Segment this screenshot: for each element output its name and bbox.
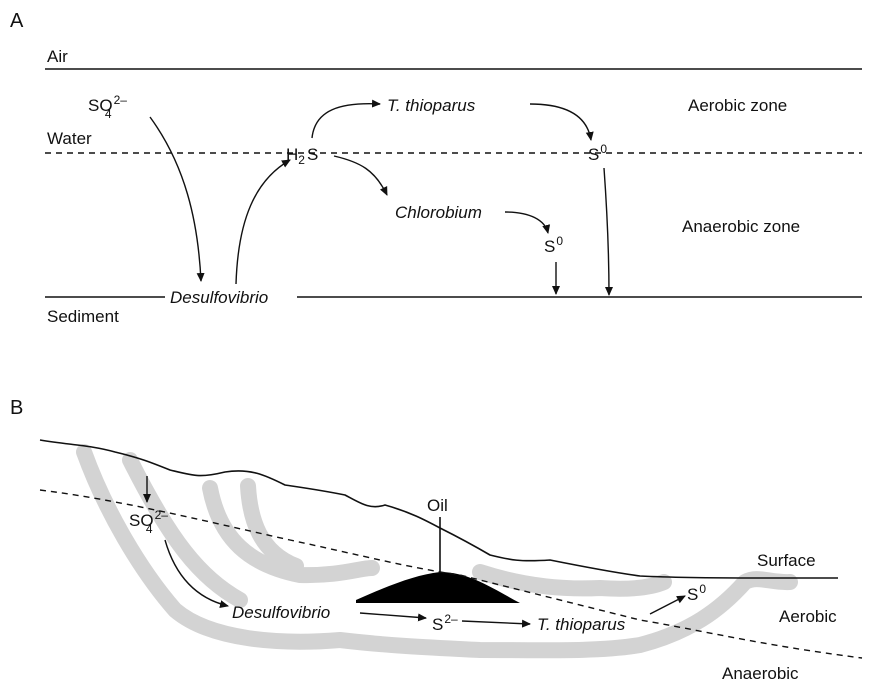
arrow-desulfovibrio-to-sulfide bbox=[359, 612, 427, 622]
anaerobic-label: Anaerobic bbox=[722, 664, 799, 683]
arrow-thioparus-to-s0 bbox=[529, 103, 594, 141]
arrow-sulfate-to-desulfovibrio-b bbox=[164, 539, 229, 608]
ground-surface-line bbox=[39, 439, 838, 579]
elemental-sulfur-label-b: S0 bbox=[687, 582, 706, 604]
sulfide-label: S2– bbox=[432, 612, 458, 634]
elemental-sulfur-label-upper: S0 bbox=[588, 142, 607, 164]
groundwater-flow-bands bbox=[76, 444, 798, 659]
anaerobic-zone-label: Anaerobic zone bbox=[682, 217, 800, 236]
air-label: Air bbox=[47, 47, 68, 66]
sediment-label: Sediment bbox=[47, 307, 119, 326]
arrow-thioparus-to-s0-b bbox=[649, 595, 686, 615]
panel-a-label: A bbox=[10, 10, 24, 32]
desulfovibrio-label-a: Desulfovibrio bbox=[170, 288, 268, 307]
surface-label: Surface bbox=[757, 551, 816, 570]
desulfovibrio-label-b: Desulfovibrio bbox=[232, 603, 330, 622]
panel-b-label: B bbox=[10, 397, 23, 419]
aerobic-zone-label: Aerobic zone bbox=[688, 96, 787, 115]
arrow-upper-s0-to-sediment bbox=[603, 167, 613, 296]
arrow-h2s-to-chlorobium bbox=[333, 155, 388, 196]
right-flow-band bbox=[472, 564, 672, 597]
sulfate-label-b: SO2–4 bbox=[129, 508, 168, 536]
thioparus-label-b: T. thioparus bbox=[537, 615, 626, 634]
sulfate-label-a: SO2–4 bbox=[88, 93, 127, 121]
inner-flow-band bbox=[122, 452, 248, 608]
oil-label: Oil bbox=[427, 496, 448, 515]
arrow-h2s-to-thioparus bbox=[311, 99, 381, 139]
oil-deposit bbox=[356, 572, 520, 603]
elemental-sulfur-label-lower: S0 bbox=[544, 234, 563, 256]
thioparus-label-a: T. thioparus bbox=[387, 96, 476, 115]
chlorobium-label: Chlorobium bbox=[395, 203, 482, 222]
aerobic-label: Aerobic bbox=[779, 607, 837, 626]
arrow-sulfate-to-desulfovibrio bbox=[149, 116, 205, 282]
outer-flow-band bbox=[76, 444, 798, 659]
water-label: Water bbox=[47, 129, 92, 148]
arrow-chlorobium-to-s0 bbox=[504, 211, 551, 234]
arrow-desulfovibrio-to-h2s bbox=[235, 159, 291, 285]
arrow-sulfide-to-thioparus bbox=[461, 619, 531, 628]
